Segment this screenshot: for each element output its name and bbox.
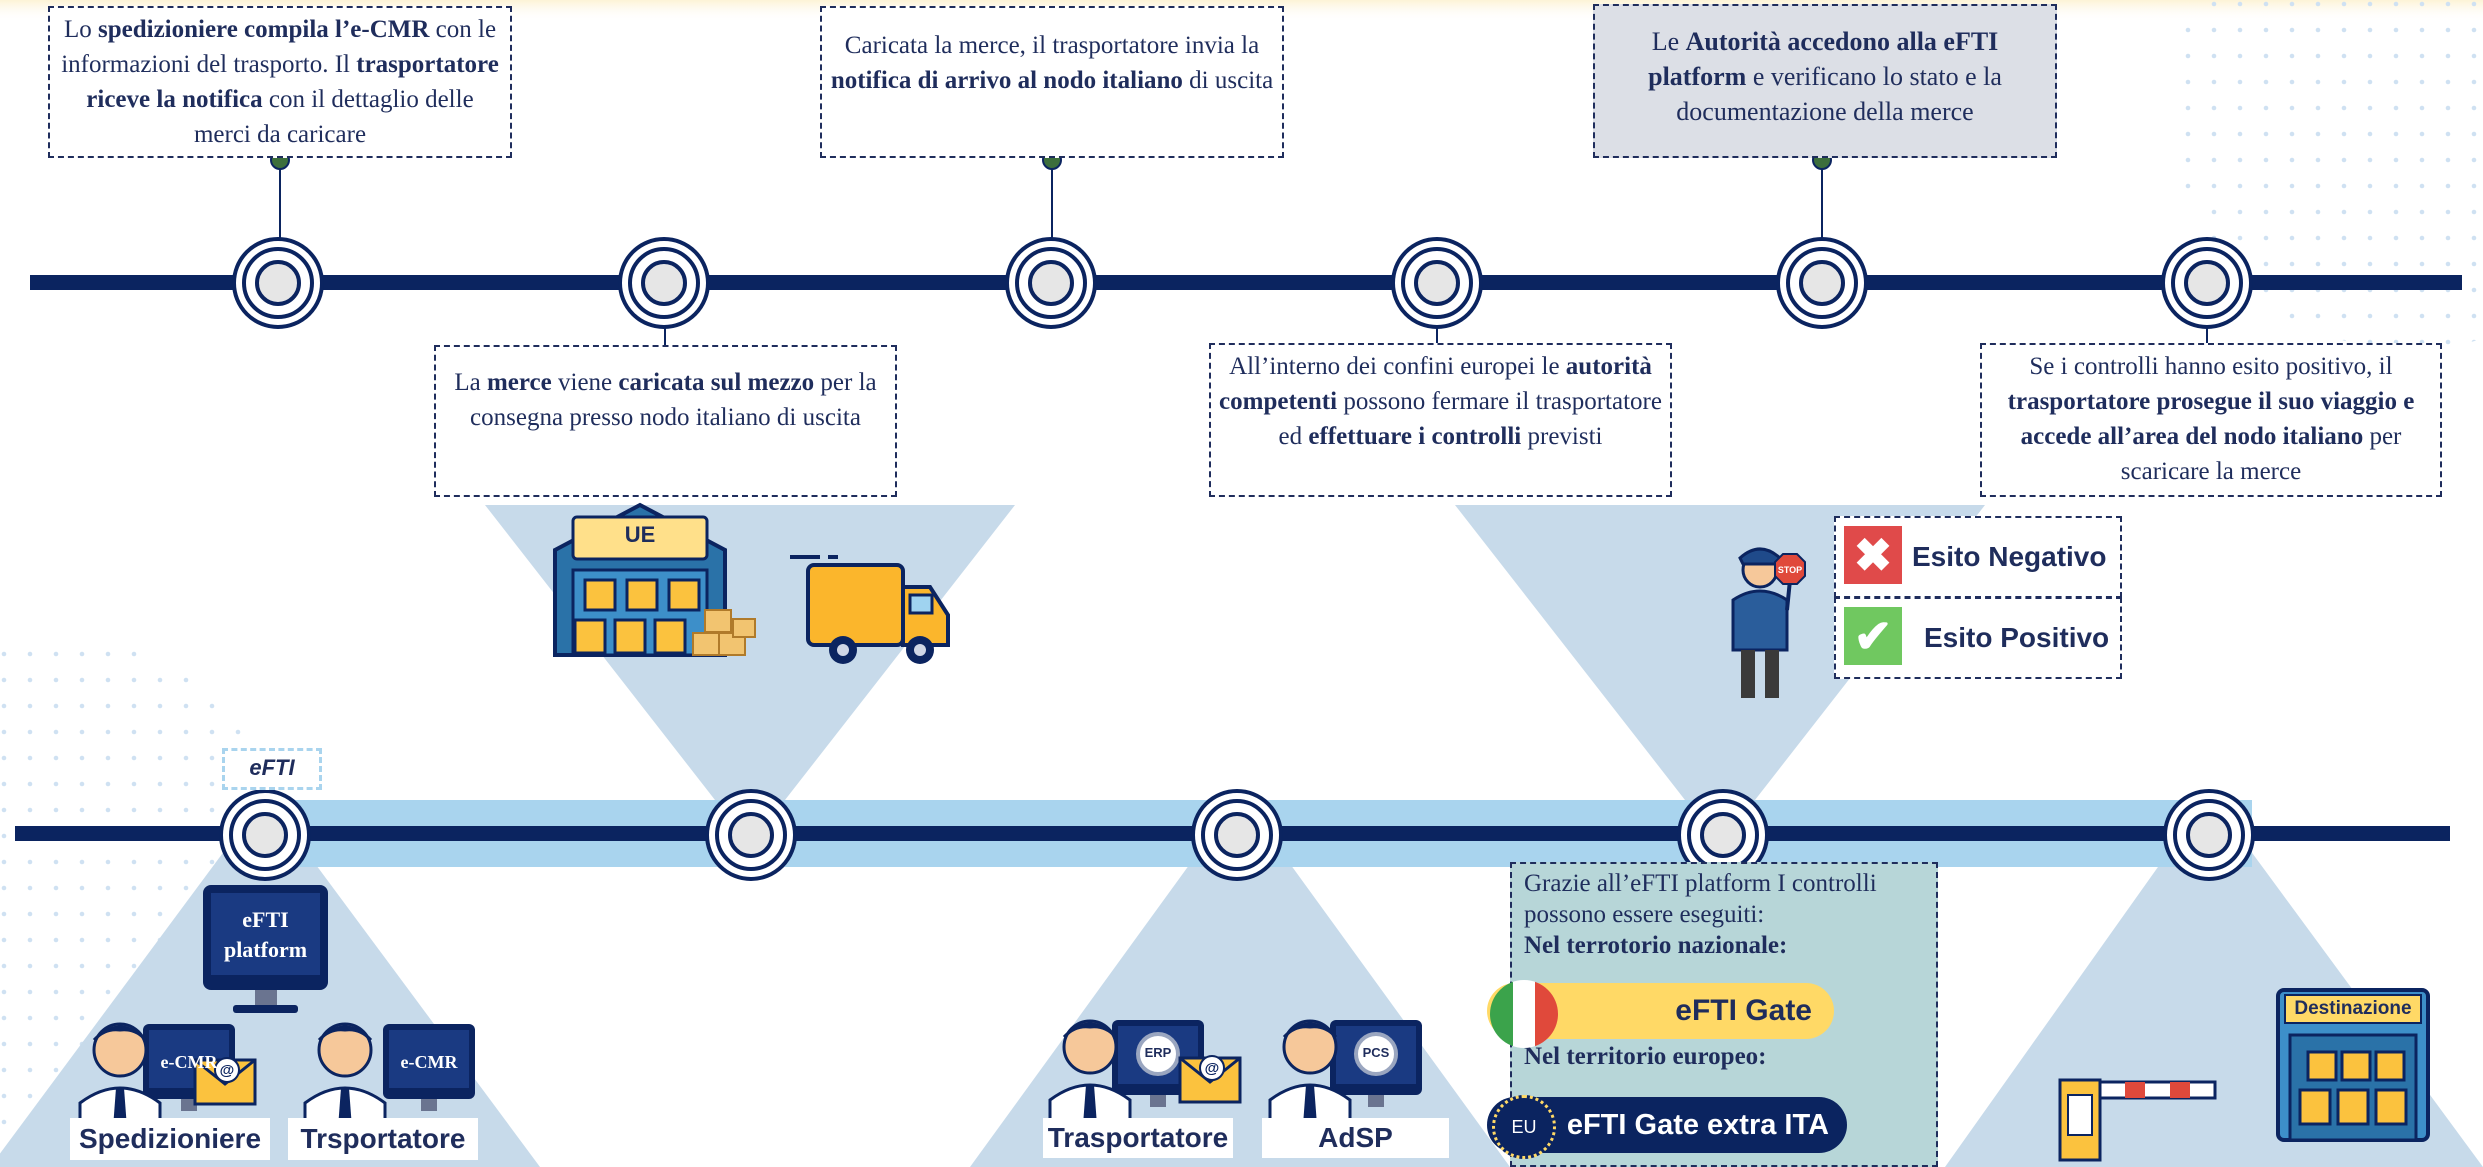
callout-bold-text: merce — [486, 369, 552, 396]
callout-bold-text: effettuare i controlli — [1308, 423, 1522, 450]
efti-gate-label: eFTI Gate — [1675, 994, 1812, 1027]
callout-bold-text: autorità competenti — [1219, 353, 1652, 415]
dot-decoration-top-right — [2170, 0, 2483, 350]
callout-text: possono fermare il trasportatore ed — [1278, 388, 1662, 450]
efti-tag-label: eFTI — [249, 755, 295, 780]
actor-label-adsp: AdSP — [1262, 1118, 1449, 1158]
callout-text: La — [454, 369, 487, 396]
italy-flag-holder — [1490, 980, 1558, 1048]
efti-tag: eFTI — [222, 748, 322, 790]
person-icon-adsp — [1268, 1019, 1352, 1127]
callout-bold-text: trasportatore riceve la notifica — [86, 51, 499, 113]
callout-text: Caricata la merce, il trasportatore invi… — [844, 32, 1260, 59]
svg-text:@: @ — [1205, 1060, 1220, 1077]
callout-text: per scaricare la merce — [2120, 423, 2402, 485]
info-box-nazionale-heading: Nel terrotorio nazionale: — [1524, 932, 1788, 959]
svg-text:STOP: STOP — [1778, 565, 1802, 575]
info-box-europeo-heading: Nel territorio europeo: — [1524, 1043, 1767, 1070]
callout-text: previsti — [1521, 423, 1603, 450]
callout-step-6: Se i controlli hanno esito positivo, il … — [1980, 343, 2442, 497]
warehouse-ue-label: UE — [624, 522, 656, 547]
ecmr-monitor-icon-2 — [383, 1024, 475, 1111]
destination-warehouse-icon — [2276, 988, 2430, 1142]
callout-bold-text: Autorità accedono alla eFTI platform — [1648, 27, 1999, 91]
check-mark-icon: ✔ — [1844, 607, 1902, 665]
email-icon-2: @ — [1178, 1055, 1242, 1104]
person-icon-trasportatore-2 — [1048, 1019, 1132, 1127]
eu-badge-label: EU — [1511, 1116, 1537, 1137]
warehouse-icon — [553, 502, 756, 657]
police-officer-icon: STOP — [1731, 547, 1806, 698]
eu-badge: EU — [1492, 1095, 1556, 1159]
erp-monitor-label: ERP — [1144, 1045, 1172, 1060]
upper-timeline-bar — [30, 275, 2462, 290]
info-box-intro: Grazie all’eFTI platform I controlli pos… — [1524, 870, 1877, 928]
callout-text: Lo — [63, 16, 98, 43]
callout-text: per la consegna presso nodo italiano di … — [470, 369, 877, 431]
ecmr-monitor-label-2: e-CMR — [400, 1052, 458, 1072]
platform-monitor-icon — [203, 885, 328, 1013]
pcs-monitor-label: PCS — [1362, 1045, 1390, 1060]
actor-label-trasportatore-2: Trasportatore — [1043, 1118, 1233, 1158]
callout-step-2: La merce viene caricata sul mezzo per la… — [434, 345, 897, 497]
svg-text:@: @ — [220, 1062, 235, 1079]
actor-label-trasportatore-1: Trsportatore — [288, 1118, 478, 1160]
ecmr-monitor-label-1: e-CMR — [160, 1052, 218, 1072]
esito-negativo-label: Esito Negativo — [1912, 541, 2107, 572]
callout-step-1: Lo spedizioniere compila l’e-CMR con le … — [48, 6, 512, 158]
x-mark-icon: ✖ — [1844, 526, 1902, 584]
email-icon-1: @ — [193, 1057, 257, 1106]
callout-text: All’interno dei confini europei le — [1229, 353, 1566, 380]
upper-nodes — [232, 237, 2253, 329]
callout-step-4: All’interno dei confini europei le autor… — [1209, 343, 1672, 497]
callout-bold-text: caricata sul mezzo — [618, 369, 815, 396]
callout-text: con il dettaglio delle merci da caricare — [193, 86, 474, 148]
actor-label-spedizioniere: Spedizioniere — [70, 1118, 270, 1160]
truck-icon — [790, 555, 950, 664]
pcs-monitor-icon — [1330, 1020, 1422, 1107]
platform-monitor-label: eFTI platform — [223, 907, 308, 962]
callout-step-3: Caricata la merce, il trasportatore invi… — [820, 6, 1284, 158]
callout-text: viene — [551, 369, 619, 396]
esito-positivo-box: ✔ Esito Positivo — [1834, 597, 2122, 679]
callout-bold-text: trasportatore prosegue il suo viaggio e … — [2007, 388, 2415, 450]
esito-negativo-box: ✖ Esito Negativo — [1834, 516, 2122, 598]
barrier-gate-icon — [2058, 1078, 2217, 1162]
callout-bold-text: notifica di arrivo al nodo italiano — [830, 67, 1183, 94]
callout-text: con le informazioni del trasporto. Il — [61, 16, 497, 78]
callout-text: Le — [1651, 27, 1686, 56]
lower-nodes — [219, 789, 2255, 881]
esito-positivo-label: Esito Positivo — [1924, 622, 2110, 653]
person-icon-trasportatore-1 — [303, 1022, 387, 1130]
callout-bold-text: spedizioniere compila l’e-CMR — [97, 16, 430, 43]
callout-text: Se i controlli hanno esito positivo, il — [2029, 353, 2393, 380]
callout-text: e verificano lo stato e la documentazion… — [1676, 62, 2002, 126]
callout-step-5: Le Autorità accedono alla eFTI platform … — [1593, 4, 2057, 158]
destination-label: Destinazione — [2284, 994, 2422, 1024]
callout-text: di uscita — [1182, 67, 1274, 94]
efti-gate-extra-label: eFTI Gate extra ITA — [1566, 1108, 1829, 1141]
